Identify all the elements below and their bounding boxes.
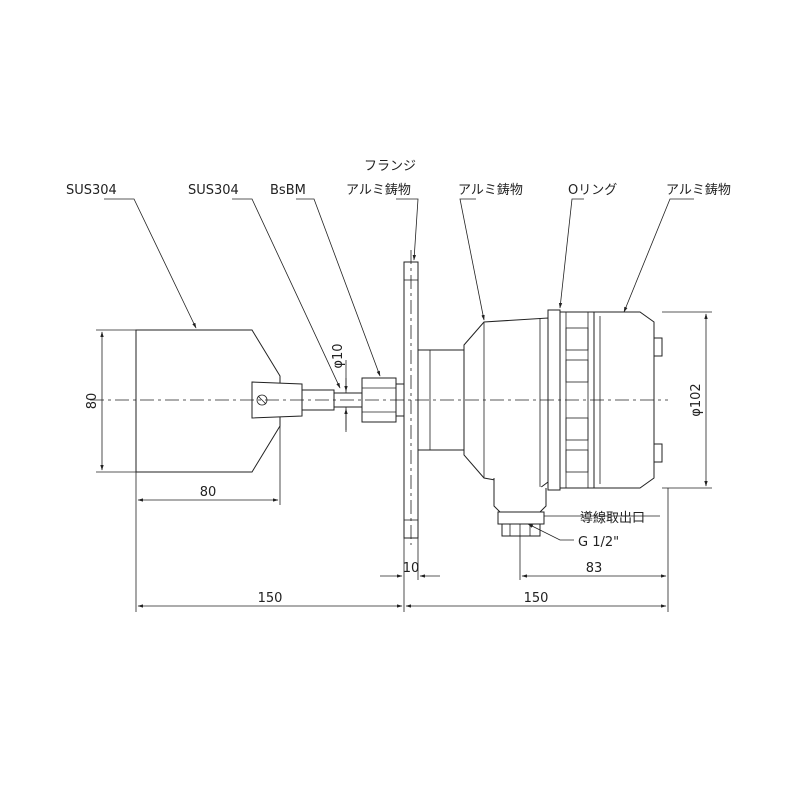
dim-flange-thickness: 10 xyxy=(403,561,420,576)
dim-housing-dia: φ102 xyxy=(689,383,704,416)
label-thread: G 1/2" xyxy=(578,535,619,550)
leader-lines xyxy=(104,198,694,541)
housing xyxy=(463,317,549,489)
dim-outlet-offset: 83 xyxy=(586,561,603,576)
dimension-lines xyxy=(100,313,708,608)
label-sus304-paddle: SUS304 xyxy=(66,183,117,198)
label-bsbm: BsBM xyxy=(270,183,306,198)
label-cover-material: アルミ鋳物 xyxy=(666,182,731,198)
dim-shaft-dia: φ10 xyxy=(331,343,346,368)
label-flange-material: アルミ鋳物 xyxy=(346,182,411,198)
dim-paddle-length: 80 xyxy=(200,485,217,500)
label-housing-material: アルミ鋳物 xyxy=(458,182,523,198)
dim-left-length: 150 xyxy=(258,591,283,606)
label-oring: Oリング xyxy=(568,183,617,198)
label-flange-title: フランジ xyxy=(364,159,416,174)
dim-paddle-height: 80 xyxy=(85,393,100,410)
label-cable-outlet: 導線取出口 xyxy=(580,510,645,526)
dim-right-length: 150 xyxy=(524,591,549,606)
cable-outlet xyxy=(493,478,547,537)
label-sus304-shaft: SUS304 xyxy=(188,183,239,198)
